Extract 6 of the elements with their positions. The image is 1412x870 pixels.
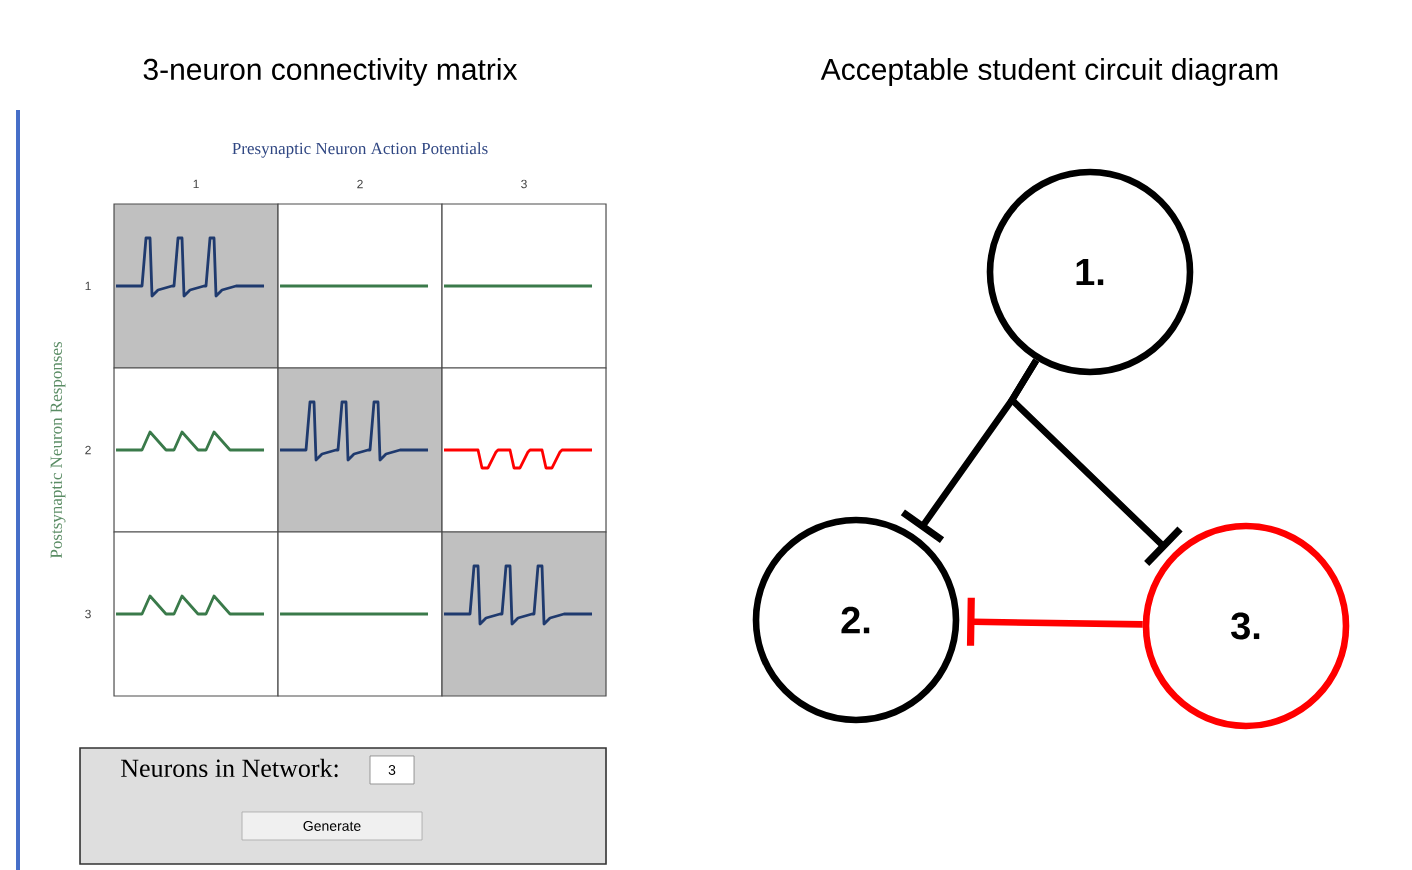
heading: 3-neuron connectivity matrix (143, 58, 518, 86)
axis-title: Postsynaptic Neuron Responses (50, 342, 66, 559)
axis-title: Presynaptic Neuron Action Potentials (232, 142, 488, 158)
heading: Acceptable student circuit diagram (820, 58, 1278, 86)
field-label: Neurons in Network: (121, 758, 338, 778)
inhibitory-connector (966, 597, 1143, 646)
